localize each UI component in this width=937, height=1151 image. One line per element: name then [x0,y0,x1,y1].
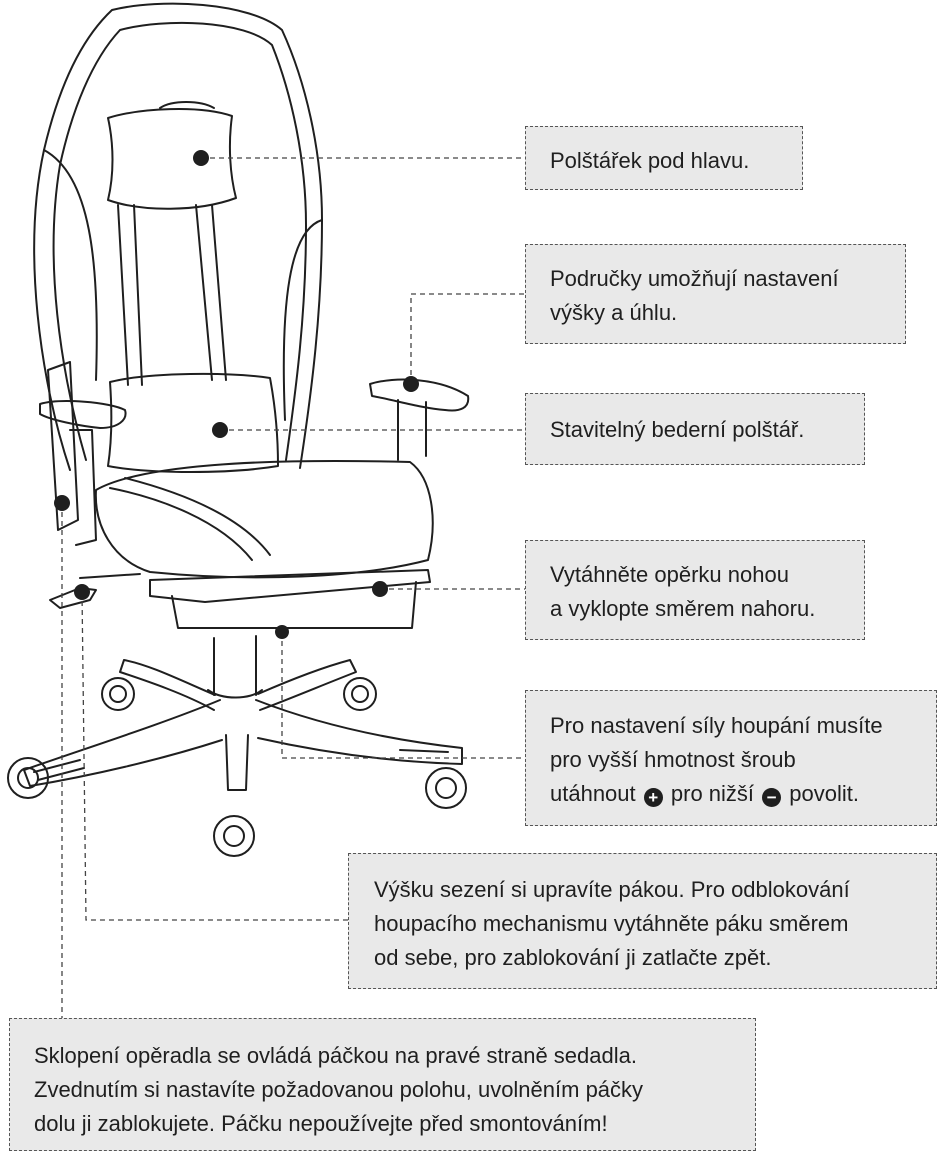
callout-armrests: Područky umožňují nastavení výšky a úhlu… [525,244,906,344]
armrest-right [370,380,468,411]
caster-right [426,768,466,808]
callout-text: dolu ji zablokujete. Páčku nepoužívejte … [34,1107,755,1141]
dot-armrests [403,376,419,392]
callout-headrest: Polštářek pod hlavu. [525,126,803,190]
callout-text: Polštářek pod hlavu. [550,144,802,178]
base-leg-front [226,735,248,790]
dot-recline [54,495,70,511]
dot-headrest [193,150,209,166]
headrest-pillow [108,109,236,209]
seat [96,461,433,577]
backrest-shell [34,4,322,470]
gas-cylinder [214,636,256,695]
callout-text: Područky umožňují nastavení [550,262,905,296]
callout-text: Zvednutím si nastavíte požadovanou poloh… [34,1073,755,1107]
dot-lumbar [212,422,228,438]
callout-text: houpacího mechanismu vytáhněte páku směr… [374,907,936,941]
callout-rocking-tension: Pro nastavení síly houpání musíte pro vy… [525,690,937,826]
callout-text-line3: utáhnout + pro nižší − povolit. [550,777,936,811]
callout-text: výšky a úhlu. [550,296,905,330]
caster-back-right [344,678,376,710]
callout-text: od sebe, pro zablokování ji zatlačte zpě… [374,941,936,975]
base-leg-back-left [120,660,215,710]
tighten-text: utáhnout [550,781,636,806]
callout-recline: Sklopení opěradla se ovládá páčkou na pr… [9,1018,756,1151]
plus-icon: + [644,788,663,807]
callout-footrest: Vytáhněte opěrku nohou a vyklopte směrem… [525,540,865,640]
lumbar-pillow [108,374,278,472]
base-leg-left [24,700,222,786]
backrest-strap-left [118,205,142,385]
dot-rocking [275,625,289,639]
callout-lumbar: Stavitelný bederní polštář. [525,393,865,465]
callout-text: Výšku sezení si upravíte pákou. Pro odbl… [374,873,936,907]
callout-text: Vytáhněte opěrku nohou [550,558,864,592]
base-leg-back-right [258,660,356,710]
backrest-strap-right [196,205,226,380]
caster-front [214,816,254,856]
loosen-text: povolit. [789,781,859,806]
minus-icon: − [762,788,781,807]
callout-text: Pro nastavení síly houpání musíte [550,709,936,743]
callout-text: pro vyšší hmotnost šroub [550,743,936,777]
callout-text: a vyklopte směrem nahoru. [550,592,864,626]
caster-back-left [102,678,134,710]
lower-text: pro nižší [671,781,754,806]
callout-text: Sklopení opěradla se ovládá páčkou na pr… [34,1039,755,1073]
callout-text: Stavitelný bederní polštář. [550,413,864,447]
callout-height-lever: Výšku sezení si upravíte pákou. Pro odbl… [348,853,937,989]
dot-height-lever [74,584,90,600]
dot-footrest [372,581,388,597]
leader-armrests [411,294,525,384]
